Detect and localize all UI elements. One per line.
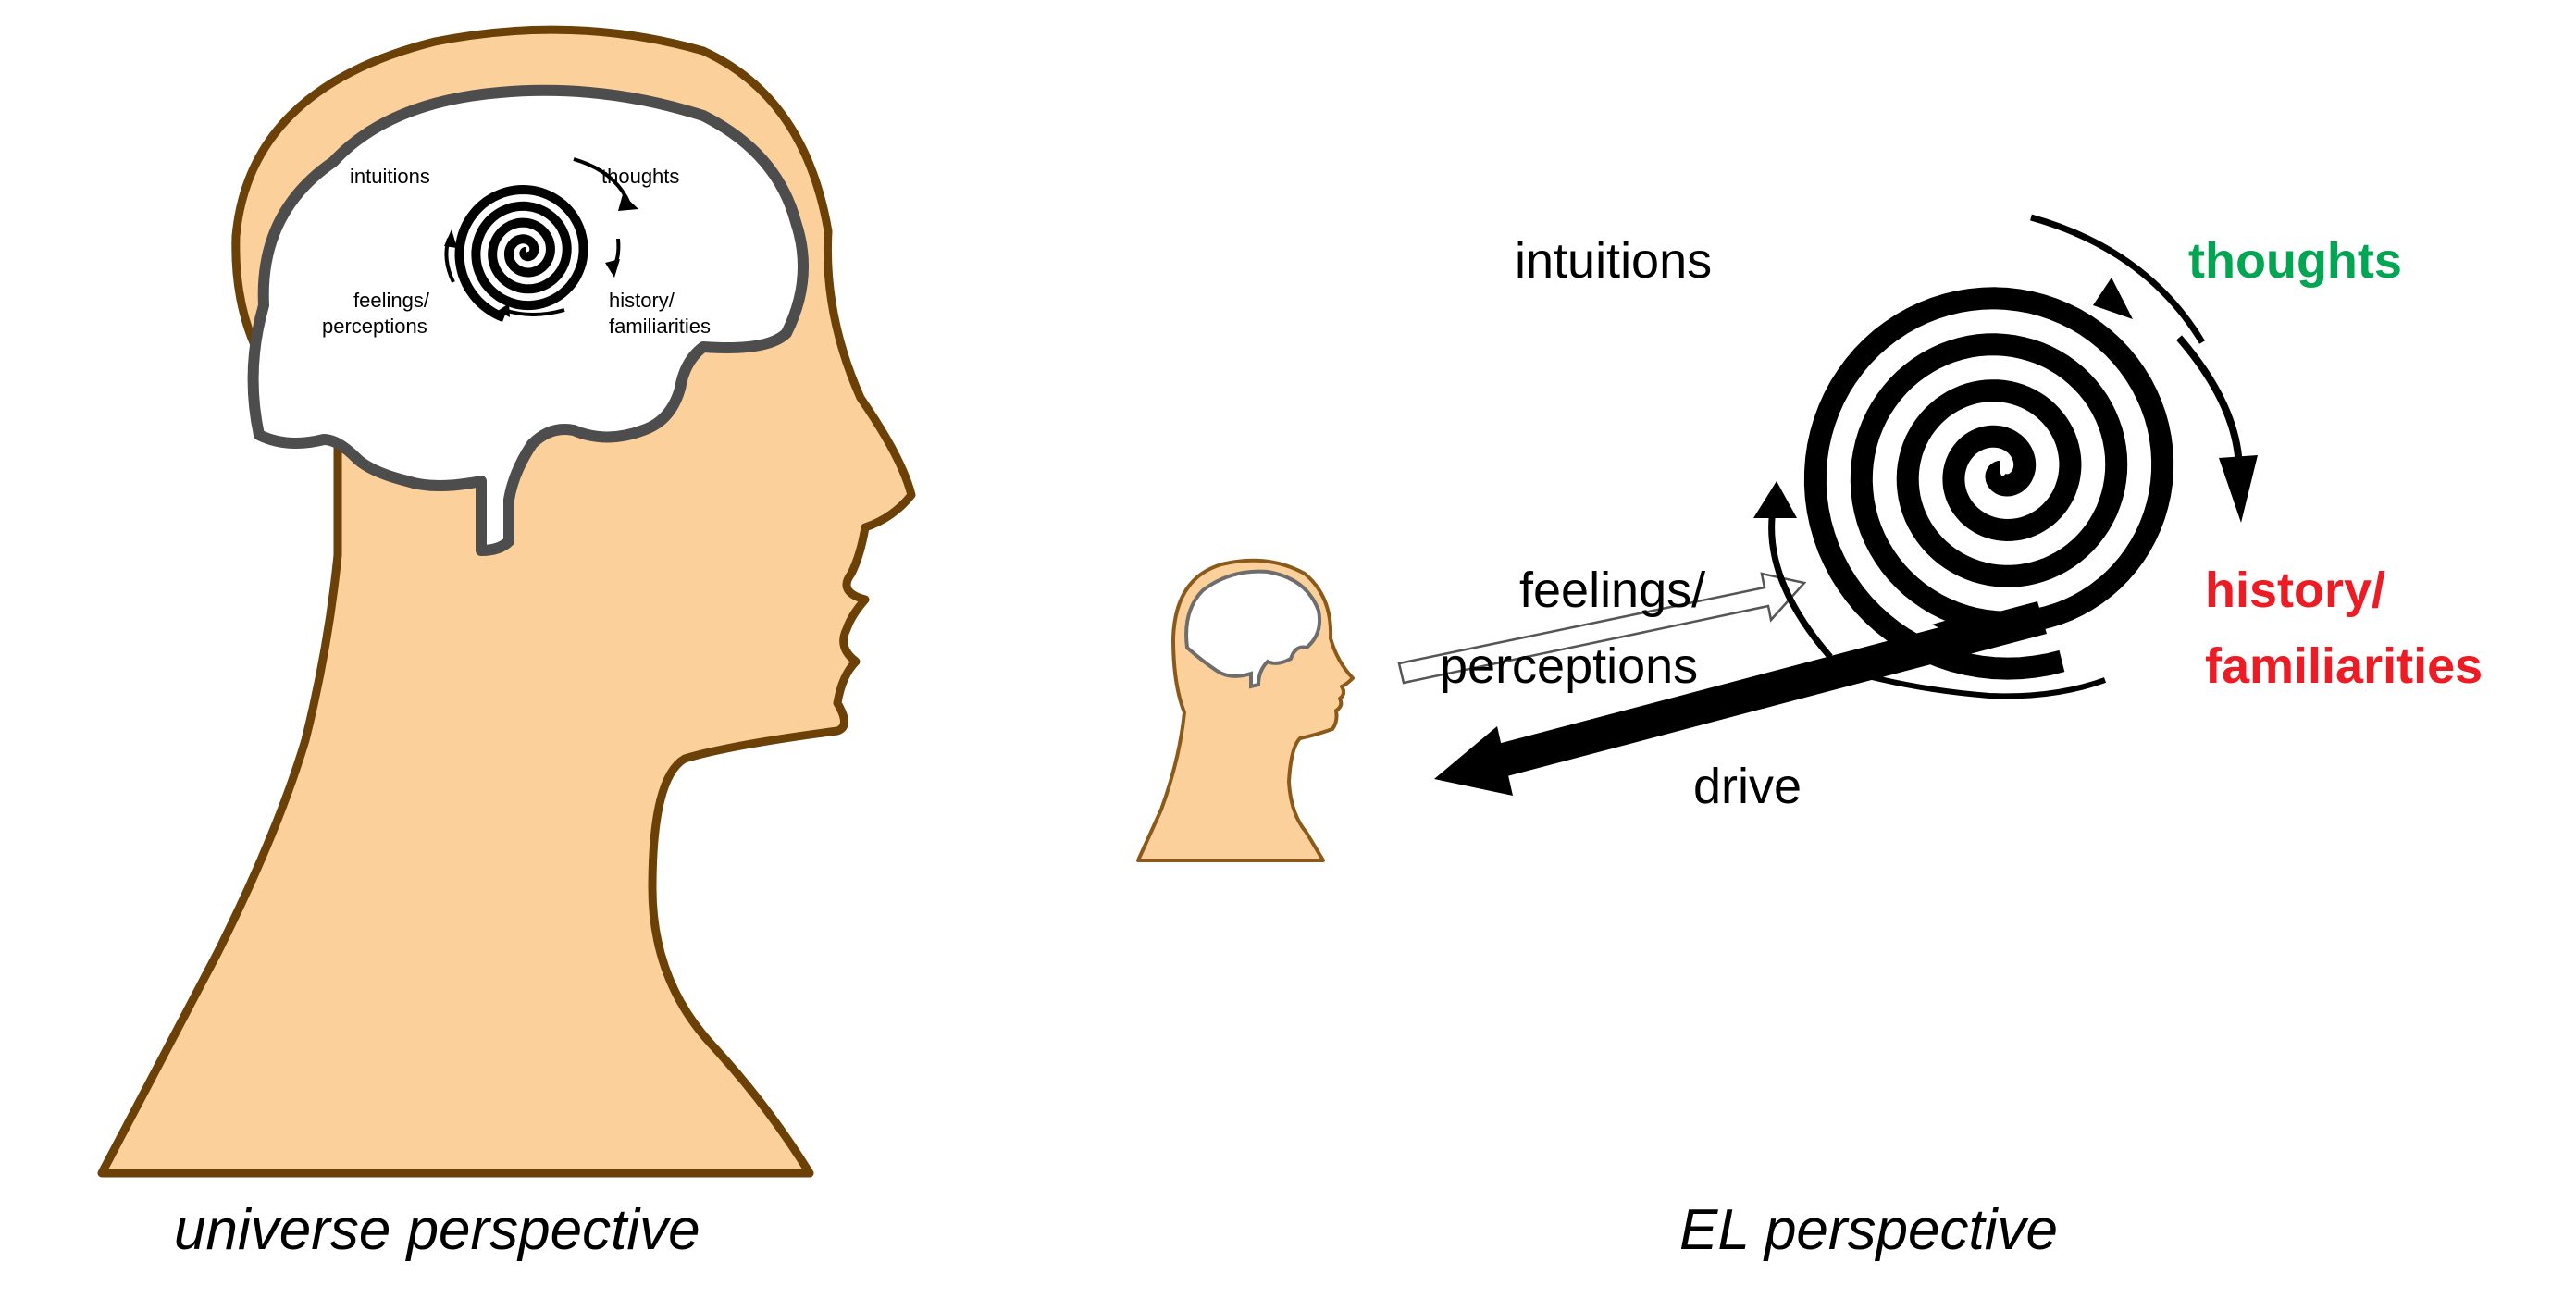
small-label-perceptions: perceptions <box>322 315 427 338</box>
label-thoughts: thoughts <box>2188 233 2402 289</box>
spiral-icon <box>454 184 588 322</box>
brain-icon <box>247 84 809 556</box>
caption-universe-perspective: universe perspective <box>174 1198 700 1262</box>
caption-el-perspective: EL perspective <box>1679 1198 2058 1262</box>
solid-arrow-icon <box>1434 601 2047 796</box>
hollow-arrow-icon <box>1397 572 1807 685</box>
label-familiarities: familiarities <box>2205 638 2483 694</box>
spiral-line <box>1803 287 2174 680</box>
small-head <box>1136 558 1355 862</box>
small-label-intuitions: intuitions <box>350 165 430 188</box>
small-label-thoughts: thoughts <box>601 165 679 188</box>
spiral-icon <box>1803 287 2174 680</box>
label-feelings: feelings/ <box>1519 563 1705 618</box>
label-perceptions: perceptions <box>1440 638 1698 694</box>
label-history: history/ <box>2205 563 2385 618</box>
small-label-familiarities: familiarities <box>609 315 711 338</box>
brain-icon <box>1184 569 1322 689</box>
cycle-arrowhead-icon <box>444 194 638 317</box>
small-label-history: history/ <box>609 289 675 312</box>
label-intuitions: intuitions <box>1515 233 1712 289</box>
label-drive: drive <box>1693 759 1802 814</box>
large-head: intuitions thoughts feelings/ perception… <box>97 25 916 1178</box>
spiral-line <box>454 184 588 322</box>
small-label-feelings: feelings/ <box>353 289 430 312</box>
